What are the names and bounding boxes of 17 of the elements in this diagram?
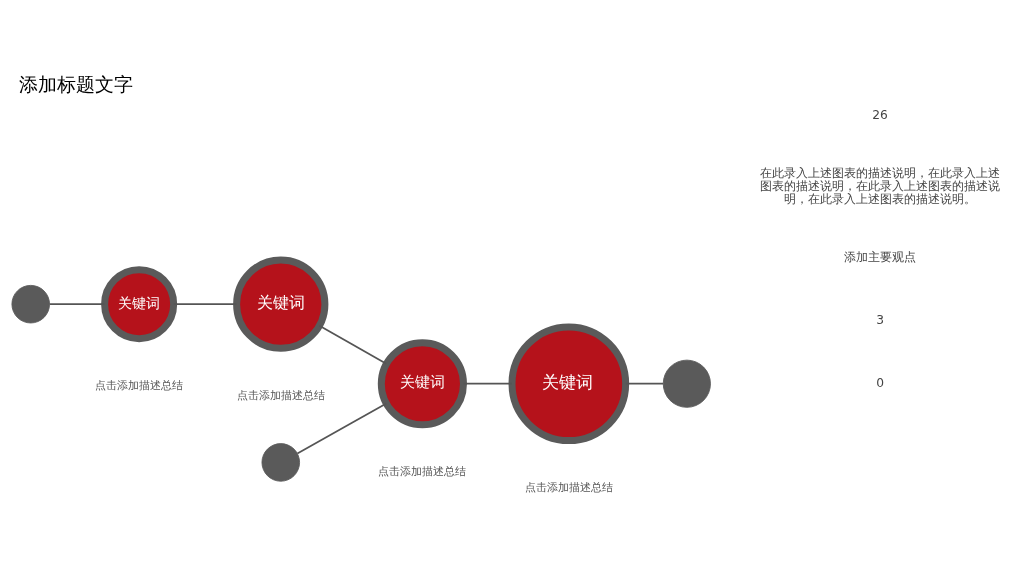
label: 0 bbox=[876, 375, 884, 390]
diagram-title: 添加标题文字 bbox=[19, 73, 134, 97]
node-circle: 关键词 bbox=[101, 266, 178, 343]
node-label: 点击添加描述总结 bbox=[95, 378, 184, 393]
label: 26 bbox=[872, 108, 888, 123]
label: 添加主要观点 bbox=[844, 250, 917, 265]
node-circle bbox=[261, 443, 300, 482]
node-circle bbox=[11, 284, 50, 324]
node-label: 点击添加描述总结 bbox=[378, 464, 467, 478]
node-circle: 关键词 bbox=[508, 323, 630, 445]
label: 在此录入上述图表的描述说明，在此录入上述图表的描述说明，在此录入上述图表的描述说明，在此录入上述图表的描述说明。 bbox=[760, 166, 1001, 207]
label: 3 bbox=[876, 313, 884, 328]
node-circle: 关键词 bbox=[233, 256, 329, 352]
node-label: 点击添加描述总结 bbox=[524, 479, 613, 494]
node-circle bbox=[662, 359, 711, 408]
node-circle: 关键词 bbox=[377, 339, 467, 429]
node-label: 点击添加描述总结 bbox=[236, 387, 325, 402]
